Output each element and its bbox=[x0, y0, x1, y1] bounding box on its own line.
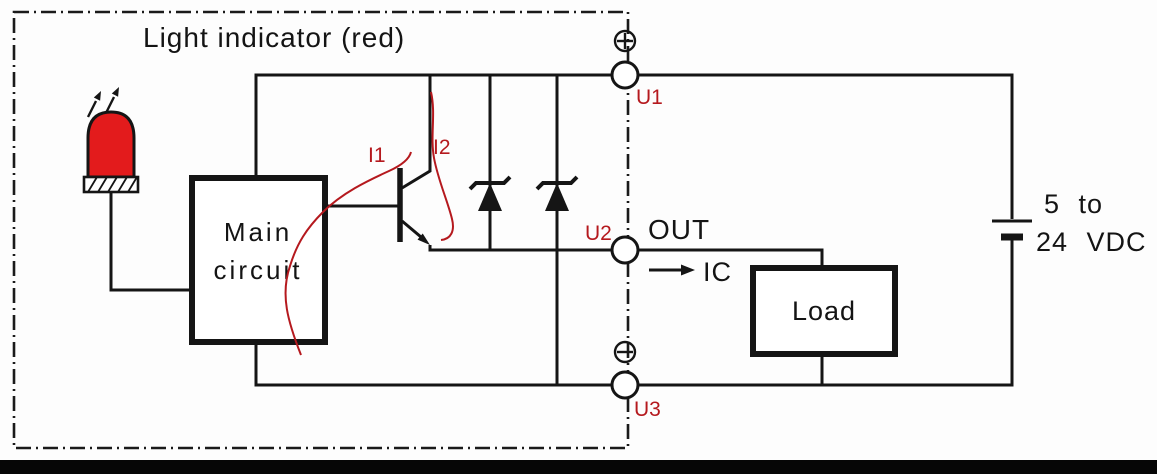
main-circuit-label-line1: Main bbox=[224, 217, 292, 247]
wire-transistor-collector bbox=[401, 75, 432, 190]
terminal-out bbox=[610, 235, 640, 265]
plus-icon bbox=[613, 29, 637, 53]
terminal-minus bbox=[610, 370, 640, 400]
light-indicator-lamp bbox=[82, 87, 140, 194]
light-emission-arrows-icon bbox=[86, 87, 119, 118]
zener-right-triangle bbox=[545, 183, 569, 211]
sensor-boundary-dashed-box bbox=[12, 10, 630, 450]
terminal-plus bbox=[610, 60, 640, 90]
wire-bottom-right bbox=[638, 239, 1014, 387]
main-circuit-label-line2: circuit bbox=[214, 255, 303, 285]
wire-top-right bbox=[638, 73, 1014, 219]
zener-left-cathode-bar bbox=[468, 175, 512, 191]
wire-out-to-load bbox=[638, 248, 824, 268]
light-indicator-label: Light indicator (red) bbox=[143, 22, 405, 53]
annotation-u1: U1 bbox=[636, 86, 663, 109]
annotation-u2: U2 bbox=[585, 222, 612, 245]
emitter-arrow-icon bbox=[417, 233, 430, 245]
current-path-i2-curve bbox=[430, 91, 454, 241]
annotation-i1: I1 bbox=[368, 144, 386, 167]
wire-out-left bbox=[428, 245, 612, 252]
wire-led-to-main-circuit bbox=[109, 192, 192, 292]
load-box bbox=[750, 265, 898, 357]
out-label: OUT bbox=[648, 214, 710, 245]
led-base-hatch bbox=[87, 176, 138, 193]
zener-left-triangle bbox=[478, 183, 502, 211]
npn-transistor bbox=[397, 168, 430, 245]
ic-current-indicator: IC bbox=[649, 257, 732, 287]
zener-diode-left bbox=[468, 175, 512, 211]
minus-icon bbox=[613, 340, 637, 364]
wires bbox=[109, 73, 1014, 387]
zener-right-cathode-bar bbox=[535, 175, 579, 191]
load-block: Load bbox=[750, 265, 898, 357]
led-dome bbox=[86, 110, 136, 179]
supply-voltage-line1: 5 to bbox=[1044, 189, 1103, 219]
supply-voltage-line2: 24 VDC bbox=[1036, 227, 1147, 257]
annotation-i2: I2 bbox=[433, 136, 451, 159]
load-label: Load bbox=[792, 296, 856, 326]
wire-bottom-left bbox=[254, 342, 612, 387]
main-circuit-block: Main circuit bbox=[189, 175, 328, 345]
wire-top-left bbox=[254, 73, 612, 178]
red-annotations: I1 I2 U1 U2 U3 bbox=[284, 86, 663, 421]
bottom-page-border bbox=[0, 460, 1157, 474]
transistor-emitter bbox=[401, 219, 422, 239]
ic-label: IC bbox=[703, 257, 732, 287]
zener-diode-right bbox=[535, 175, 579, 211]
terminals bbox=[610, 29, 640, 400]
annotation-u3: U3 bbox=[634, 398, 661, 421]
main-circuit-box bbox=[189, 175, 328, 345]
battery: 5 to 24 VDC bbox=[992, 189, 1147, 257]
current-path-i1-curve bbox=[284, 151, 412, 356]
current-arrow-head-icon bbox=[681, 264, 695, 276]
